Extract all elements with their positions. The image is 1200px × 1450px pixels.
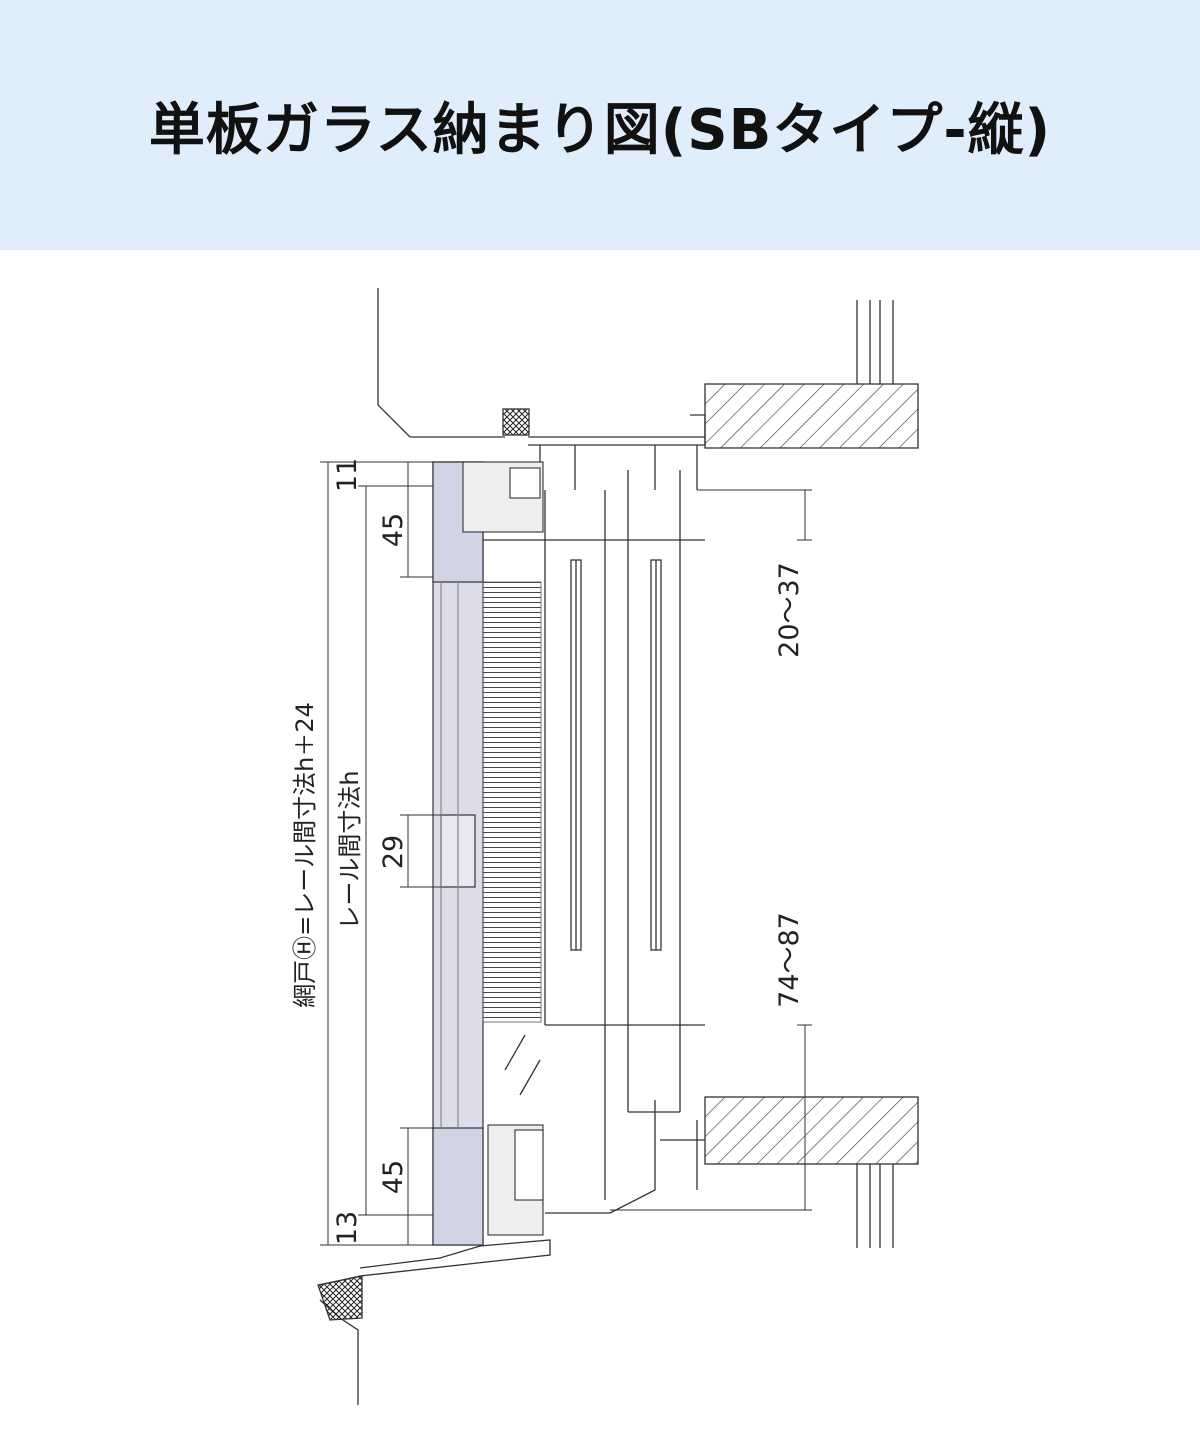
dim-screen-H: 網戸Ⓗ=レール間寸法h＋24 [291,702,319,1008]
dim-mid-bar: 29 [378,835,409,869]
dim-upper-range: 20～37 [774,562,805,658]
screen-frame [432,461,484,1246]
upper-concrete-wall [704,383,919,449]
upper-wall-outline [377,288,505,438]
section-drawing: 11 45 29 45 13 20～37 74～87 レール間寸法h 網戸Ⓗ=レ… [291,288,919,1405]
dim-top-gap: 11 [332,458,363,492]
dim-top-rail: 45 [378,513,409,547]
dim-bottom-gap: 13 [332,1211,363,1245]
title-banner: 単板ガラス納まり図(SBタイプ-縦) [0,0,1200,250]
top-sealant [502,408,530,436]
page-title: 単板ガラス納まり図(SBタイプ-縦) [148,97,1052,163]
bottom-sealant [317,1275,363,1321]
sill-profile [319,1239,551,1286]
dim-lower-range: 74～87 [774,912,805,1008]
upper-frame-profile [528,414,706,490]
lower-frame-profile [545,1100,705,1214]
lower-concrete-wall [704,1096,919,1165]
pleated-mesh [482,581,542,1023]
dim-rail-h: レール間寸法h [336,770,364,929]
dim-bottom-rail: 45 [378,1160,409,1194]
